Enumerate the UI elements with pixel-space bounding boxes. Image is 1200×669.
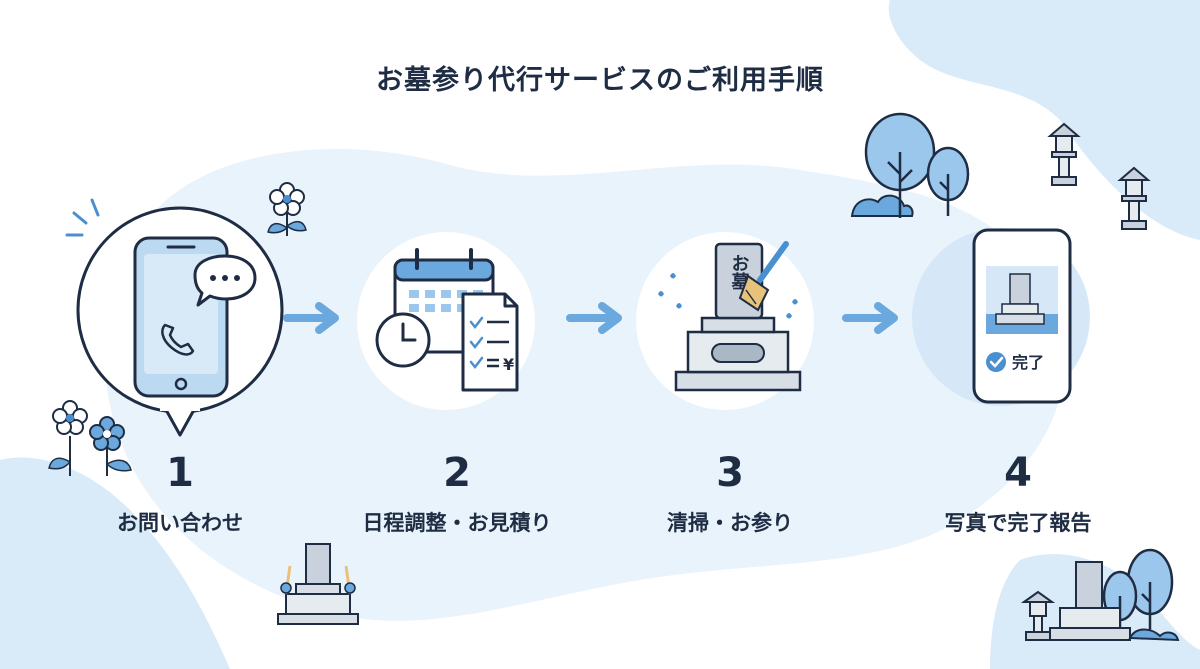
gravestone-cleaning-icon: お墓 <box>658 241 802 392</box>
yen-symbol: ¥ <box>503 355 514 374</box>
step-2-label: 日程調整・お見積り <box>362 511 552 535</box>
flower-icon <box>267 182 307 236</box>
page-title: お墓参り代行サービスのご利用手順 <box>376 65 824 96</box>
calendar-quote-icon: ¥ <box>375 248 519 392</box>
step-2-circle: ¥ <box>357 232 535 410</box>
completion-text: 完了 <box>1012 353 1044 372</box>
step-2-number: 2 <box>443 450 471 496</box>
photo-report-phone-icon: 完了 <box>972 228 1072 404</box>
step-4-number: 4 <box>1004 450 1032 496</box>
arrow-right-icon <box>842 302 898 334</box>
gravestone-icon <box>277 543 359 625</box>
step-4-circle: 完了 <box>912 228 1090 406</box>
flower-icon <box>48 400 132 476</box>
step-3-label: 清掃・お参り <box>667 511 793 535</box>
stone-lantern-icon <box>1047 122 1081 186</box>
arrow-right-icon <box>283 302 339 334</box>
step-1-label: お問い合わせ <box>117 511 243 535</box>
step-3-number: 3 <box>716 450 744 496</box>
tree-icon <box>850 112 970 218</box>
grave-text: お墓 <box>729 254 751 290</box>
step-1-bubble <box>76 206 284 437</box>
arrow-right-icon <box>566 302 622 334</box>
stone-lantern-icon <box>1117 166 1151 230</box>
cemetery-scene-icon <box>1020 548 1180 642</box>
step-1-number: 1 <box>166 450 194 496</box>
step-4-label: 写真で完了報告 <box>944 511 1092 535</box>
step-3-circle: お墓 <box>636 232 814 410</box>
smartphone-chat-icon <box>133 236 257 398</box>
sparkle-icon <box>65 198 100 237</box>
